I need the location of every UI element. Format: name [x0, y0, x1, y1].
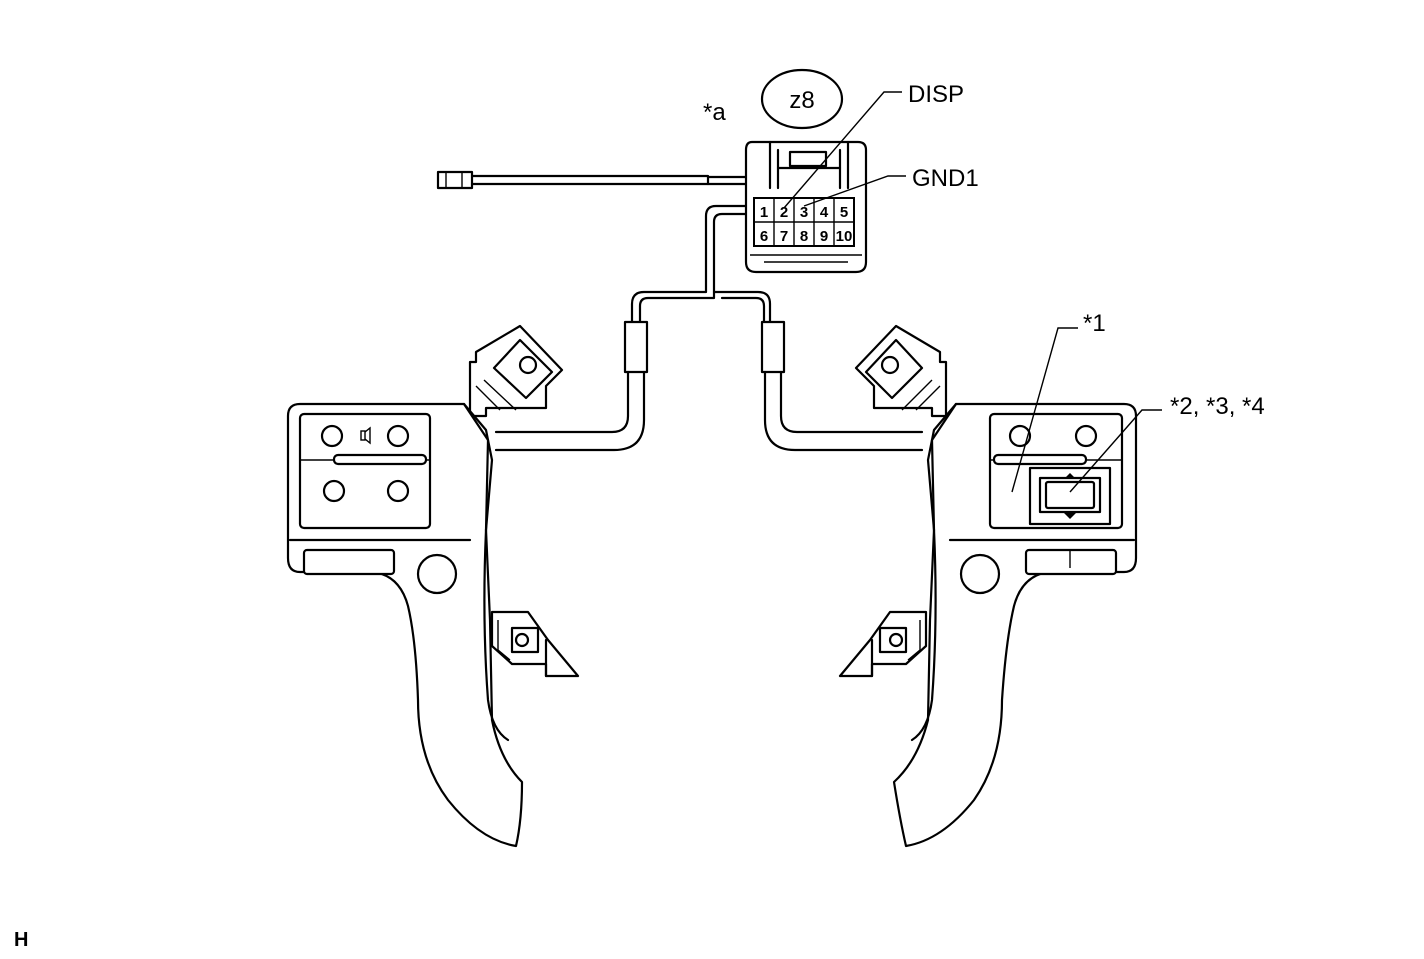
pin-10: 10 [836, 228, 853, 245]
connector-z8: 1 2 3 4 5 6 7 8 9 10 [744, 140, 868, 274]
part234-leader [1069, 409, 1162, 493]
connector-ref: *a [703, 99, 726, 126]
left-wire-sleeve [623, 320, 649, 374]
gnd1-label: GND1 [912, 165, 979, 192]
gnd1-leader [803, 175, 906, 207]
connector-code: z8 [789, 87, 814, 114]
pin-1: 1 [760, 204, 768, 221]
part1-label: *1 [1083, 310, 1106, 337]
part1-leader [1011, 327, 1078, 493]
connector-code-ellipse [760, 68, 844, 130]
pin-4: 4 [820, 204, 829, 221]
right-wire-sleeve [760, 320, 786, 374]
pin-7: 7 [780, 228, 788, 245]
right-steering-pad-switch [838, 324, 1138, 848]
pin-grid: 1 2 3 4 5 6 7 8 9 10 [753, 197, 855, 247]
part234-label: *2, *3, *4 [1170, 393, 1265, 420]
wire-harness [436, 170, 924, 452]
disp-leader [783, 91, 902, 209]
pin-5: 5 [840, 204, 848, 221]
pin-3: 3 [800, 204, 808, 221]
pin-2: 2 [780, 204, 788, 221]
pin-9: 9 [820, 228, 828, 245]
pin-8: 8 [800, 228, 808, 245]
left-steering-pad-switch [286, 324, 580, 848]
lead-terminal [436, 170, 474, 190]
pin-6: 6 [760, 228, 768, 245]
disp-label: DISP [908, 81, 964, 108]
footer-code: H [14, 929, 28, 951]
